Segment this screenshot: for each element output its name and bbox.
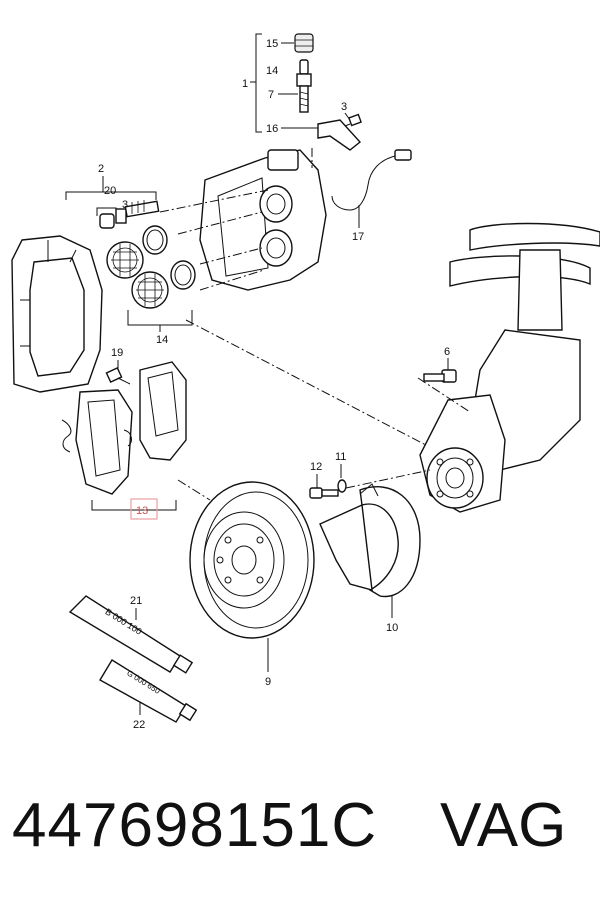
- brake-pad-inner-part: [75, 389, 133, 495]
- callout-11: 11: [335, 451, 346, 463]
- anti-rattle-spring-part: [61, 419, 132, 453]
- callout-13: 13: [136, 505, 148, 517]
- callout-15: 15: [266, 38, 278, 50]
- caliper-housing-part: [199, 149, 327, 291]
- part-number: 447698151C: [12, 791, 378, 860]
- callout-10: 10: [386, 622, 398, 634]
- caliper-carrier-part: [11, 235, 103, 393]
- callout-19: 19: [111, 347, 123, 359]
- callout-3-top: 3: [341, 101, 347, 113]
- pad-pin-part: [105, 367, 131, 385]
- group-bracket-1: [255, 33, 262, 133]
- callout-7: 7: [268, 89, 274, 101]
- callout-1: 1: [242, 78, 248, 90]
- brand-name: VAG: [440, 791, 567, 860]
- bolt-6-part: [423, 369, 457, 383]
- callout-20: 20: [104, 185, 116, 197]
- splash-shield-part: [319, 483, 421, 598]
- grease-tube-21-part: B 000 100: [68, 595, 194, 674]
- washer-part: [337, 479, 347, 493]
- callout-13-highlight: [130, 498, 158, 520]
- callout-6: 6: [444, 346, 450, 358]
- bleeder-valve-part: [296, 59, 312, 113]
- callout-21: 21: [130, 595, 142, 607]
- callout-9: 9: [265, 676, 271, 688]
- callout-2: 2: [98, 163, 104, 175]
- guide-sleeve-part: [99, 200, 160, 229]
- group-bracket-2: [65, 191, 157, 200]
- callout-16: 16: [266, 123, 278, 135]
- callout-3-left: 3: [122, 199, 128, 211]
- callout-14-top: 14: [266, 65, 278, 77]
- callout-14-bottom: 14: [156, 334, 168, 346]
- wheel-hub-part: [419, 394, 506, 513]
- sensor-bracket-part: [317, 119, 362, 151]
- wear-sensor-part: [331, 149, 412, 228]
- callout-22: 22: [133, 719, 145, 731]
- brake-pad-outer-part: [139, 361, 187, 461]
- brake-disc-part: [189, 481, 315, 639]
- dust-cap-part: [294, 33, 314, 53]
- piston-seal-part: [106, 225, 196, 309]
- callout-17: 17: [352, 231, 364, 243]
- exploded-brake-diagram: 1 15 14 7 16 3 17 2 20 3: [11, 33, 600, 731]
- bolt-12-part: [309, 487, 339, 499]
- callout-12: 12: [310, 461, 322, 473]
